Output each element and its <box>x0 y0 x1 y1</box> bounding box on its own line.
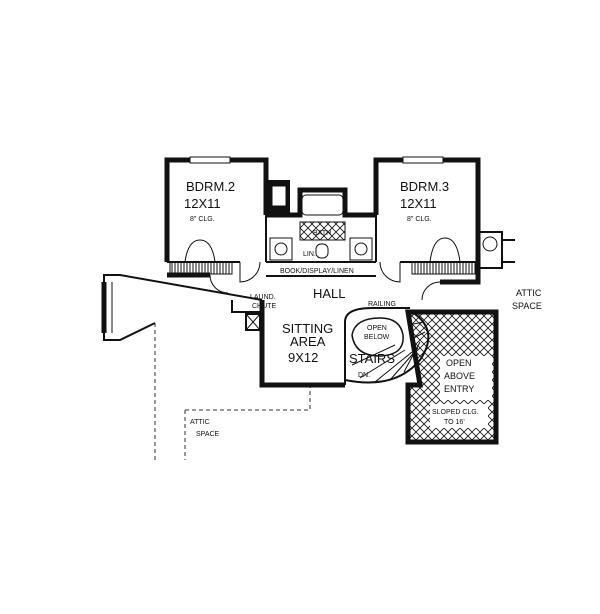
svg-text:SLOPED CLG.: SLOPED CLG. <box>432 409 479 416</box>
stairs-label: STAIRS <box>349 351 395 366</box>
windows <box>189 156 444 164</box>
sitting-line1: SITTING <box>282 321 333 336</box>
sitting-line2: AREA <box>290 334 326 349</box>
bdrm3-name: BDRM.3 <box>400 179 449 194</box>
bath-fixtures <box>269 194 373 261</box>
laund-chute-label-2: CHUTE <box>252 303 276 310</box>
closet-doors <box>184 237 461 263</box>
attic-right-line1: ATTIC <box>516 288 542 298</box>
svg-text:ENTRY: ENTRY <box>444 384 474 394</box>
open-above-entry-label: OPEN ABOVE ENTRY SLOPED CLG. TO 16' <box>430 356 492 428</box>
chimney <box>268 180 290 213</box>
stairs-dn-label: DN. <box>358 372 370 379</box>
bdrm2-closet <box>169 261 233 275</box>
sitting-size: 9X12 <box>288 350 318 365</box>
open-below-line1: OPEN <box>367 325 387 332</box>
bath-label: BATH <box>313 230 331 237</box>
svg-text:ABOVE: ABOVE <box>444 371 475 381</box>
svg-text:TO 16': TO 16' <box>444 419 465 426</box>
attic-right-line2: SPACE <box>512 301 542 311</box>
attic-access-right <box>477 231 515 269</box>
attic-left-line2: SPACE <box>196 431 220 438</box>
bdrm3-size: 12X11 <box>400 196 437 211</box>
hall-doors <box>209 261 441 301</box>
bdrm2-name: BDRM.2 <box>186 179 235 194</box>
left-wing-walls <box>101 274 263 341</box>
attic-boundary-left <box>154 323 311 460</box>
svg-text:OPEN: OPEN <box>446 358 472 368</box>
bdrm3-ceiling: 8" CLG. <box>407 216 432 223</box>
laundry-chute <box>231 300 262 331</box>
hall-label: HALL <box>313 286 346 301</box>
stairs <box>344 307 430 385</box>
bdrm2-ceiling: 8" CLG. <box>190 216 215 223</box>
railing-label: RAILING <box>368 301 396 308</box>
book-display-linen-label: BOOK/DISPLAY/LINEN <box>280 268 354 275</box>
bdrm3-closet <box>411 261 477 275</box>
attic-left-line1: ATTIC <box>190 419 210 426</box>
open-below-line2: BELOW <box>364 334 390 341</box>
bdrm2-size: 12X11 <box>184 196 221 211</box>
linen-label: LIN. <box>303 251 316 258</box>
laund-chute-label-1: LAUND. <box>250 294 276 301</box>
